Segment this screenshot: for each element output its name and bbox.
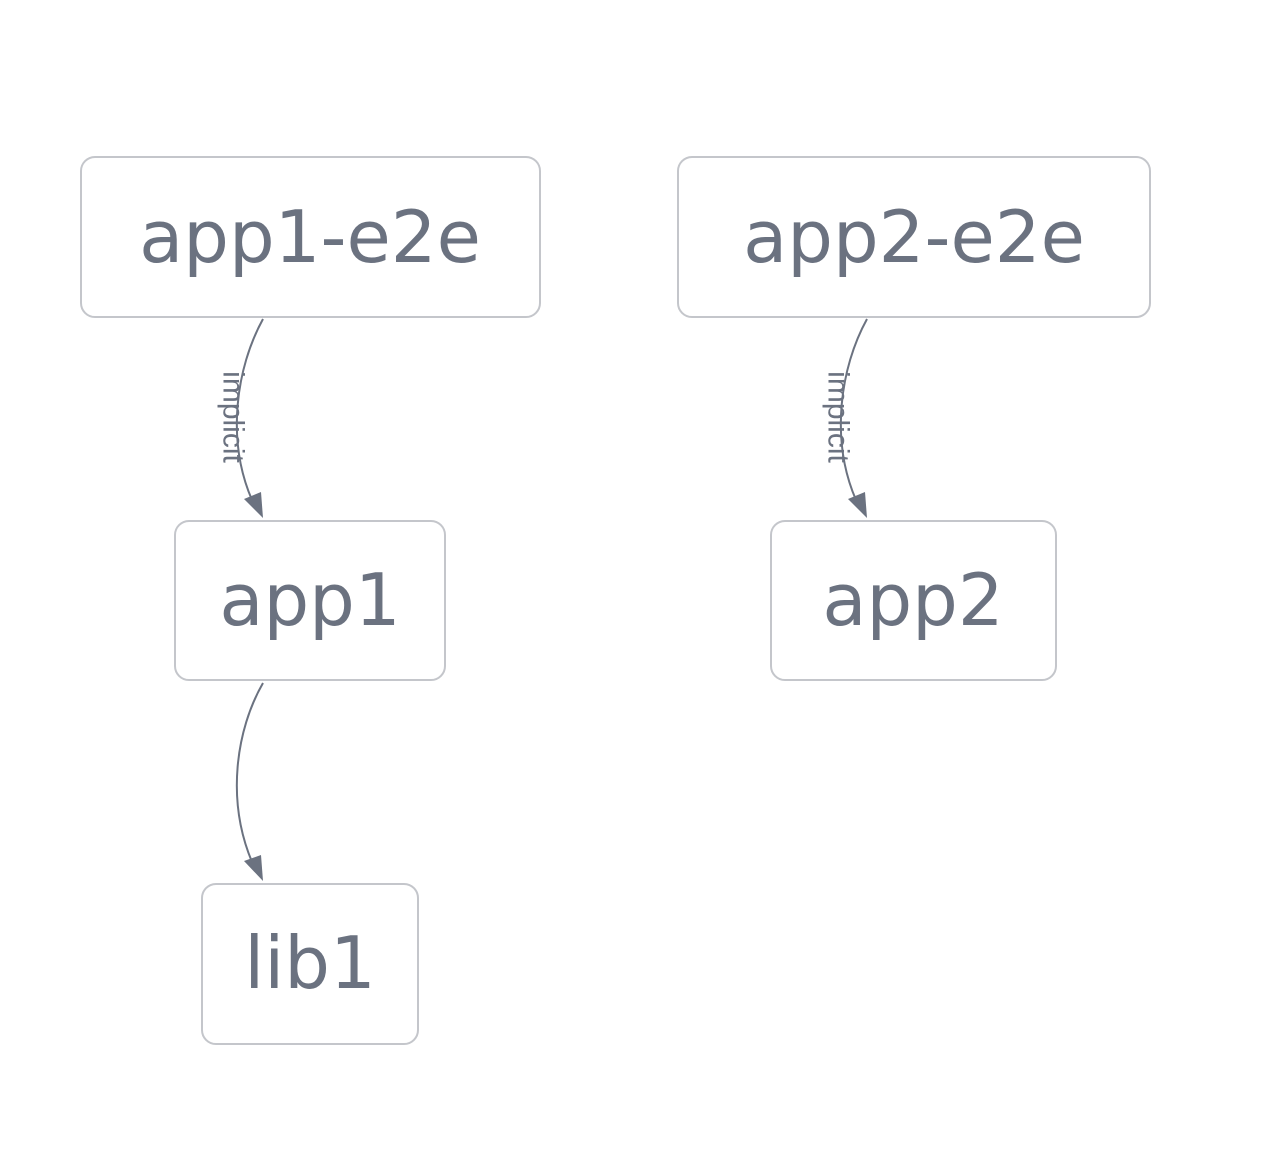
edge-line <box>235 318 264 501</box>
node-label: app2 <box>822 558 1003 642</box>
node-box <box>174 520 446 681</box>
arrowhead-icon <box>848 492 867 518</box>
node-label: app1 <box>219 558 400 642</box>
node-label: lib1 <box>244 921 376 1005</box>
node-box <box>80 156 541 318</box>
edge-line <box>235 682 264 863</box>
node-box <box>677 156 1151 318</box>
node-label: app1-e2e <box>139 195 481 279</box>
node-app2[interactable]: app2 <box>770 520 1057 681</box>
arrowhead-icon <box>244 855 263 881</box>
edge-label: implicit <box>822 371 855 463</box>
edge-app1-to-lib1[interactable] <box>235 682 264 881</box>
edge-app1-e2e-to-app1[interactable]: implicit <box>217 318 264 518</box>
edge-line <box>839 318 868 501</box>
node-label: app2-e2e <box>743 195 1085 279</box>
node-box <box>770 520 1057 681</box>
node-app1[interactable]: app1 <box>174 520 446 681</box>
edge-label: implicit <box>217 371 250 463</box>
node-app2-e2e[interactable]: app2-e2e <box>677 156 1151 318</box>
edge-app2-e2e-to-app2[interactable]: implicit <box>822 318 868 518</box>
node-lib1[interactable]: lib1 <box>201 883 419 1045</box>
node-box <box>201 883 419 1045</box>
arrowhead-icon <box>244 492 263 518</box>
node-app1-e2e[interactable]: app1-e2e <box>80 156 541 318</box>
